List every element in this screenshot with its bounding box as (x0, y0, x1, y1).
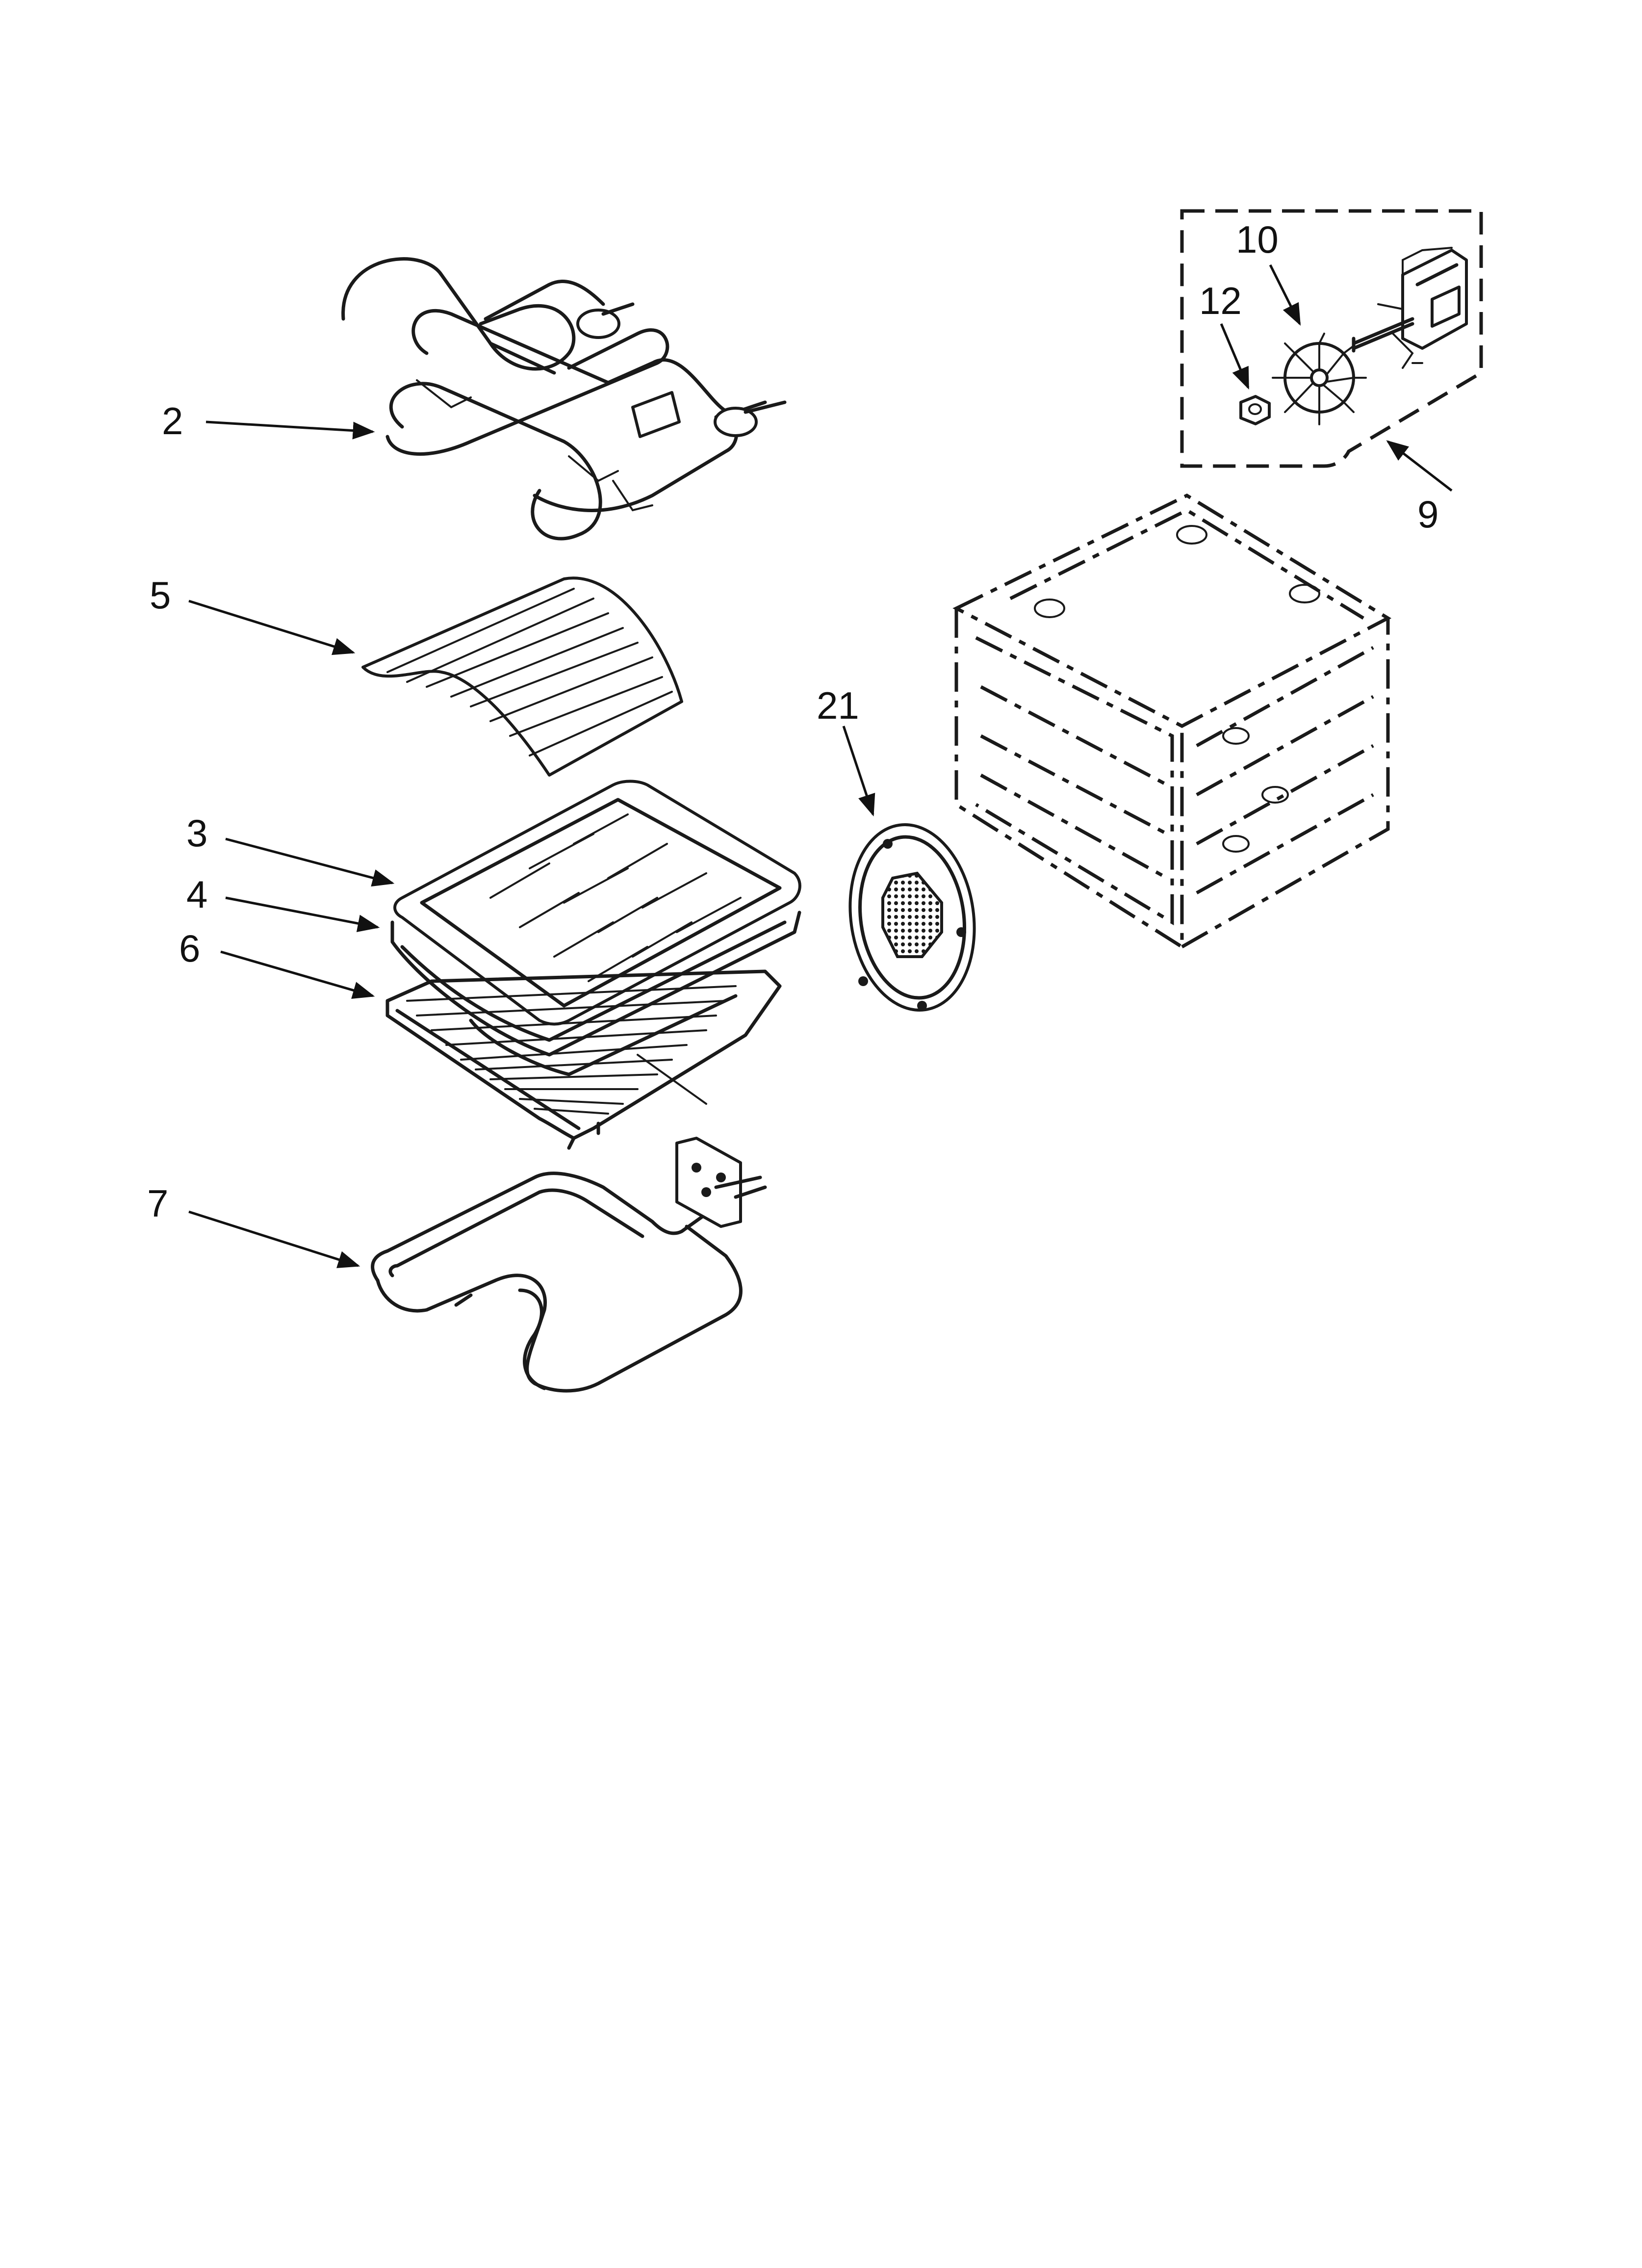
leader-lines (188, 264, 1453, 1268)
fan-blade-part-10 (1272, 333, 1367, 425)
leader-5 (188, 600, 356, 655)
nut-part-12 (1239, 395, 1271, 425)
leader-4 (225, 896, 380, 932)
broiler-pan-grid-part-5 (361, 576, 683, 777)
bake-element-part-7 (371, 1137, 767, 1393)
oven-rack-part-6 (385, 969, 782, 1150)
callout-5: 5 (150, 574, 171, 617)
callout-4: 4 (186, 873, 207, 916)
callout-9: 9 (1417, 493, 1438, 536)
broiler-pan-part-3 (393, 780, 801, 1026)
callout-labels: 2 5 3 4 6 7 21 9 10 12 (147, 218, 1438, 1225)
callout-3: 3 (186, 811, 207, 855)
callout-12: 12 (1199, 279, 1242, 322)
leader-12 (1220, 323, 1250, 390)
leader-3 (225, 837, 395, 887)
callout-7: 7 (147, 1182, 168, 1225)
callout-2: 2 (162, 399, 183, 443)
callout-6: 6 (179, 927, 200, 970)
oven-cavity-outline (952, 494, 1392, 950)
fan-cover-part-21 (848, 823, 976, 1012)
convection-fan-assembly-part-9 (1180, 209, 1483, 468)
leader-9 (1386, 440, 1453, 492)
leader-2 (205, 420, 375, 440)
leader-7 (188, 1210, 360, 1268)
leader-10 (1269, 264, 1301, 326)
leader-21 (842, 726, 875, 817)
fan-motor (1352, 247, 1468, 369)
callout-21: 21 (817, 684, 859, 727)
callout-10: 10 (1236, 218, 1279, 261)
broil-element-part-2 (341, 257, 787, 541)
leader-6 (220, 950, 375, 999)
